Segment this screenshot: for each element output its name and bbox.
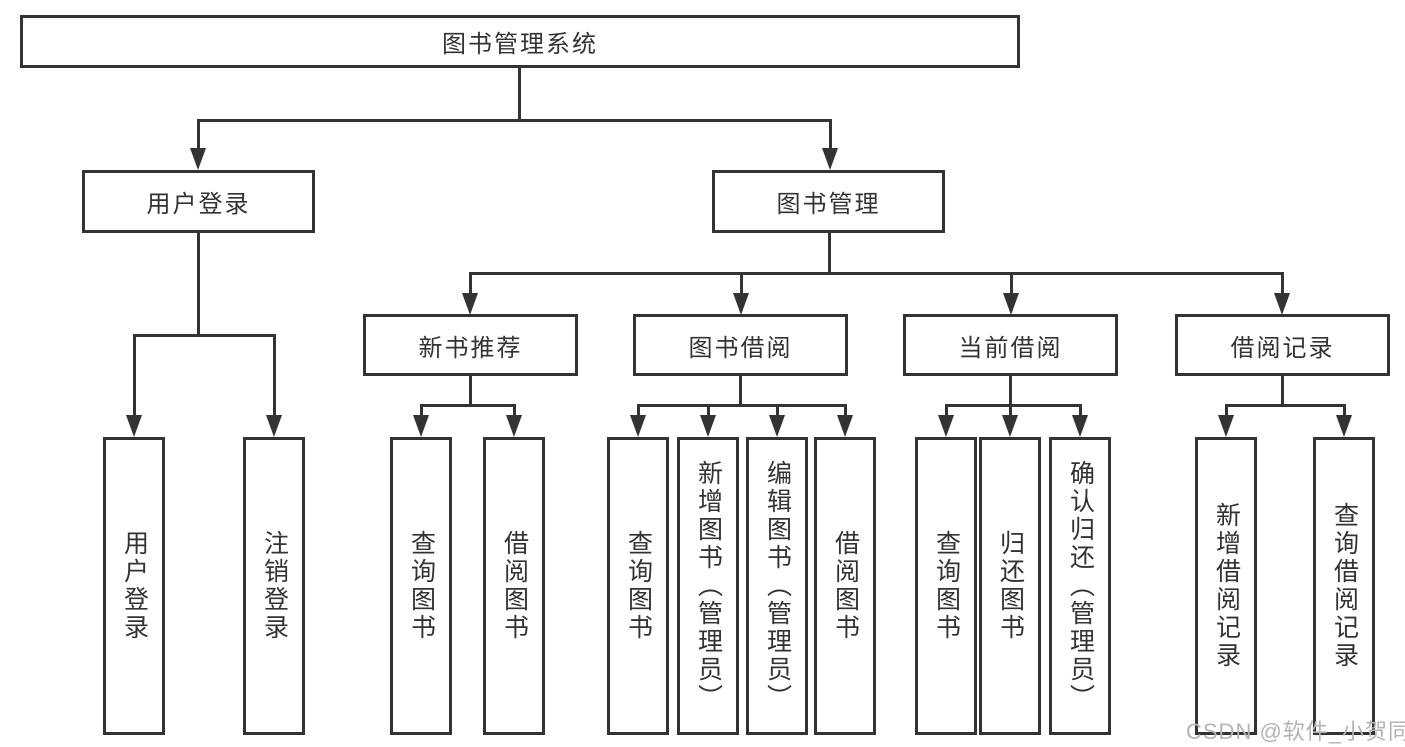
- node-label: 确认归还（管理员）: [1066, 460, 1095, 712]
- arrow-down-icon: [1002, 415, 1018, 437]
- connector-line: [740, 272, 743, 295]
- arrow-down-icon: [630, 415, 646, 437]
- connector-line: [776, 404, 779, 417]
- node-label: 新增图书（管理员）: [694, 460, 723, 712]
- connector-line: [1281, 272, 1284, 295]
- node-leaf-borrow-books-recommend: 借阅图书: [483, 437, 545, 735]
- connector-line: [1010, 272, 1013, 295]
- connector-line: [469, 272, 1283, 275]
- connector-line: [828, 233, 831, 274]
- arrow-down-icon: [1072, 415, 1088, 437]
- arrow-down-icon: [462, 293, 478, 315]
- connector-line: [1281, 376, 1284, 407]
- node-label: 借阅记录: [1230, 334, 1335, 362]
- watermark-text: CSDN @软件_小贺同学: [1186, 719, 1405, 744]
- connector-line: [1225, 404, 1228, 417]
- connector-line: [637, 404, 640, 417]
- node-leaf-query-books-current: 查询图书: [915, 437, 977, 735]
- node-leaf-logout: 注销登录: [243, 437, 305, 735]
- connector-line: [469, 272, 472, 295]
- connector-line: [1009, 404, 1012, 417]
- arrow-down-icon: [733, 293, 749, 315]
- connector-line: [513, 404, 516, 417]
- connector-line: [420, 404, 516, 407]
- arrow-down-icon: [938, 415, 954, 437]
- connector-line: [469, 376, 472, 407]
- arrow-down-icon: [700, 415, 716, 437]
- arrow-down-icon: [1336, 415, 1352, 437]
- node-leaf-query-borrow-record: 查询借阅记录: [1313, 437, 1375, 735]
- node-label: 查询图书: [932, 530, 961, 642]
- arrow-down-icon: [1274, 293, 1290, 315]
- node-leaf-add-borrow-record: 新增借阅记录: [1195, 437, 1257, 735]
- node-leaf-query-books-borrow: 查询图书: [607, 437, 669, 735]
- connector-line: [197, 119, 200, 150]
- node-label: 借阅图书: [500, 530, 529, 642]
- connector-line: [518, 68, 521, 122]
- arrow-down-icon: [822, 148, 838, 170]
- arrow-down-icon: [769, 415, 785, 437]
- connector-line: [707, 404, 710, 417]
- connector-line: [945, 404, 948, 417]
- node-label: 注销登录: [260, 530, 289, 642]
- connector-line: [1343, 404, 1346, 417]
- connector-line: [1009, 376, 1012, 407]
- connector-line: [1225, 404, 1346, 407]
- arrow-down-icon: [413, 415, 429, 437]
- node-label: 图书借阅: [688, 334, 793, 362]
- node-leaf-borrow-books: 借阅图书: [814, 437, 876, 735]
- connector-line: [133, 334, 276, 337]
- arrow-down-icon: [126, 415, 142, 437]
- node-label: 用户登录: [146, 191, 251, 218]
- connector-line: [420, 404, 423, 417]
- connector-line: [1079, 404, 1082, 417]
- node-new-book-recommend: 新书推荐: [363, 314, 578, 376]
- arrow-down-icon: [506, 415, 522, 437]
- arrow-down-icon: [1003, 293, 1019, 315]
- node-borrow-records: 借阅记录: [1175, 314, 1390, 376]
- node-label: 查询图书: [624, 530, 653, 642]
- node-leaf-edit-books-admin: 编辑图书（管理员）: [746, 437, 808, 735]
- connector-line: [945, 404, 1082, 407]
- connector-line: [197, 119, 832, 122]
- node-book-management-system: 图书管理系统: [20, 15, 1020, 68]
- node-label: 当前借阅: [958, 334, 1063, 362]
- node-label: 查询图书: [407, 530, 436, 642]
- arrow-down-icon: [266, 415, 282, 437]
- connector-line: [197, 233, 200, 337]
- node-book-borrow: 图书借阅: [633, 314, 848, 376]
- connector-line: [637, 404, 847, 407]
- connector-line: [829, 119, 832, 150]
- node-leaf-return-books: 归还图书: [979, 437, 1041, 735]
- connector-line: [844, 404, 847, 417]
- node-label: 归还图书: [996, 530, 1025, 642]
- node-leaf-query-books-recommend: 查询图书: [390, 437, 452, 735]
- node-user-login: 用户登录: [82, 170, 315, 233]
- node-label: 查询借阅记录: [1330, 502, 1359, 670]
- connector-line: [133, 334, 136, 417]
- arrow-down-icon: [1218, 415, 1234, 437]
- arrow-down-icon: [837, 415, 853, 437]
- node-current-borrow: 当前借阅: [903, 314, 1118, 376]
- node-leaf-user-login: 用户登录: [103, 437, 165, 735]
- connector-line: [739, 376, 742, 407]
- node-label: 借阅图书: [831, 530, 860, 642]
- node-label: 图书管理系统: [442, 31, 598, 58]
- connector-line: [273, 334, 276, 417]
- node-leaf-add-books-admin: 新增图书（管理员）: [677, 437, 739, 735]
- node-label: 新增借阅记录: [1212, 502, 1241, 670]
- node-book-management: 图书管理: [712, 170, 945, 233]
- node-label: 图书管理: [776, 191, 881, 218]
- node-label: 用户登录: [120, 530, 149, 642]
- arrow-down-icon: [190, 148, 206, 170]
- node-leaf-confirm-return-admin: 确认归还（管理员）: [1049, 437, 1111, 735]
- node-label: 新书推荐: [418, 334, 523, 362]
- node-label: 编辑图书（管理员）: [763, 460, 792, 712]
